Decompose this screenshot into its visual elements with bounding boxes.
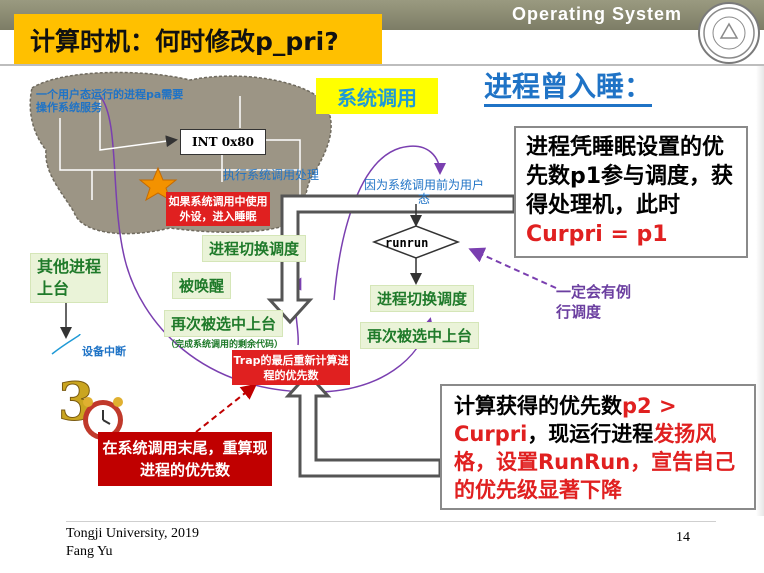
footer-author: Fang Yu <box>66 544 113 559</box>
side-stripe <box>756 66 764 516</box>
trap-recompute-box: Trap的最后重新计算进程的优先数 <box>232 350 350 385</box>
page-number: 14 <box>676 530 690 545</box>
callout1-text: 进程凭睡眠设置的优先数p1参与调度，获得处理机，此时 <box>526 135 734 218</box>
awakened-label: 被唤醒 <box>172 272 232 299</box>
purple-loop-right <box>333 145 446 301</box>
user-process-label: 一个用户态运行的进程pa需要操作系统服务 <box>36 88 184 114</box>
callout2-part2: p2 > Curpri <box>454 394 677 446</box>
slide-title-background <box>14 14 382 64</box>
device-interrupt-label: 设备中断 <box>82 345 126 358</box>
must-schedule-arrow <box>468 247 557 289</box>
reselected-label-1: 再次被选中上台 <box>164 310 284 337</box>
reselected-label-2: 再次被选中上台 <box>360 322 480 349</box>
callout2-part3: ，现运行进程 <box>527 422 654 446</box>
course-title: Operating System <box>511 4 682 24</box>
other-process-label: 其他进程上台 <box>30 253 108 303</box>
end-to-trap-arrow <box>195 383 258 433</box>
syscall-arrow <box>99 100 178 151</box>
university-logo <box>698 2 760 64</box>
reselected-sub-label: （完成系统调用的剩余代码） <box>166 340 284 350</box>
ready-syscall-label: 因为系统调用前为用户态 <box>364 178 485 206</box>
switch-schedule-label-1: 进程切换调度 <box>202 235 307 262</box>
title-divider <box>0 64 764 66</box>
callout2-part4: 发扬风格，设置RunRun，宣告自己的优先级显著下降 <box>454 422 736 502</box>
must-schedule-label: 一定会有例行调度 <box>556 283 632 321</box>
callout-recompute-priority: 计算获得的优先数p2 > Curpri，现运行进程发扬风格，设置RunRun，宣… <box>440 384 756 510</box>
white-path-a <box>59 118 300 200</box>
runrun-label: runrun <box>385 236 429 250</box>
syscall-label: 系统调用 <box>316 78 438 114</box>
end-of-syscall-box: 在系统调用末尾，重算现进程的优先数 <box>98 432 272 486</box>
callout2-arrow <box>284 371 442 478</box>
white-path-b <box>239 96 301 200</box>
alarm-clock-icon <box>83 397 123 440</box>
exec-syscall-label: 执行系统调用处理 <box>223 168 320 182</box>
int-instruction-box: INT 0x80 <box>180 129 266 155</box>
callout1-curpri: Curpri = p1 <box>526 222 668 247</box>
switch-schedule-label-2: 进程切换调度 <box>370 285 475 312</box>
callout2-part1: 计算获得的优先数 <box>454 394 622 418</box>
runrun-diamond <box>371 225 461 259</box>
interrupt-arrow <box>51 333 81 355</box>
purple-loop-left <box>99 95 434 393</box>
callout-sleep-priority: 进程凭睡眠设置的优先数p1参与调度，获得处理机，此时 Curpri = p1 <box>514 126 748 258</box>
sleep-title: 进程曾入睡： <box>484 70 653 107</box>
slide-title: 计算时机：何时修改p_pri? <box>30 27 339 56</box>
use-device-box: 如果系统调用中使用外设，进入睡眠 <box>166 192 270 226</box>
footer-university: Tongji University, 2019 <box>66 526 200 541</box>
footer-divider <box>66 521 716 522</box>
